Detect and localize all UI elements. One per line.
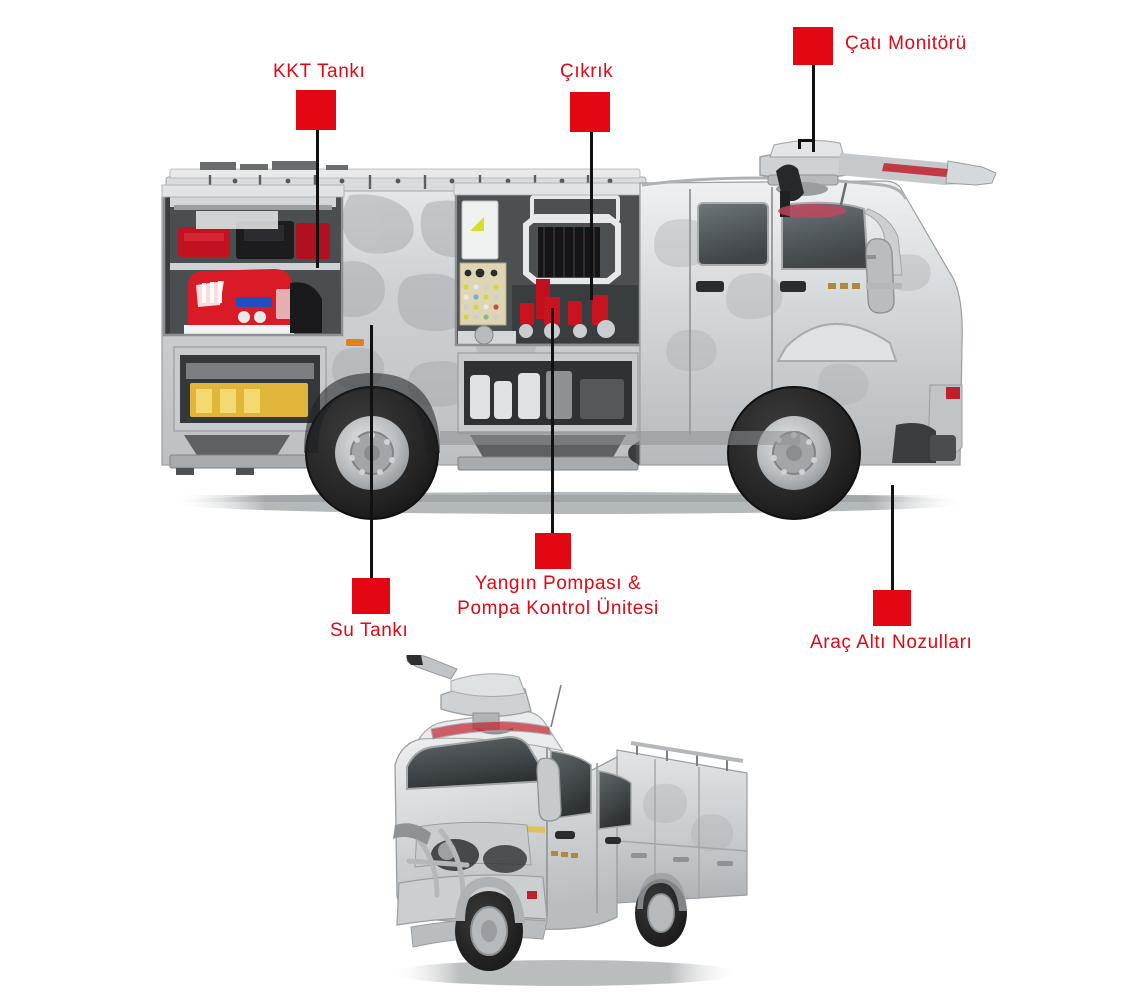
marker-arac-alti-nozullari[interactable] [873, 590, 911, 626]
leader-jog-cati-monitoru [798, 139, 815, 142]
label-kkt-tanki: KKT Tankı [273, 61, 366, 82]
marker-cikrik[interactable] [570, 92, 610, 132]
marker-yangin-pompasi[interactable] [535, 533, 571, 569]
leader-line-cikrik [590, 132, 593, 300]
marker-su-tanki[interactable] [352, 578, 390, 614]
label-arac-alti-nozullari: Araç Altı Nozulları [810, 632, 973, 653]
leader-line-yangin-pompasi [551, 308, 554, 533]
label-yangin-pompasi: Yangın Pompası & Pompa Kontrol Ünitesi [457, 573, 659, 619]
marker-kkt-tanki[interactable] [296, 90, 336, 130]
label-cati-monitoru: Çatı Monitörü [845, 33, 967, 54]
leader-line-kkt-tanki [316, 130, 319, 268]
leader-line-arac-alti-nozullari [891, 485, 894, 590]
fire-truck-side-view [140, 135, 1000, 525]
label-su-tanki: Su Tankı [330, 620, 409, 641]
leader-line-su-tanki [370, 325, 373, 578]
leader-jog-stub-cati-monitoru [798, 139, 801, 149]
fire-truck-front-three-quarter-view [355, 649, 775, 995]
label-cikrik: Çıkrık [560, 61, 614, 82]
marker-cati-monitoru[interactable] [793, 27, 833, 65]
leader-line-cati-monitoru [812, 65, 815, 152]
